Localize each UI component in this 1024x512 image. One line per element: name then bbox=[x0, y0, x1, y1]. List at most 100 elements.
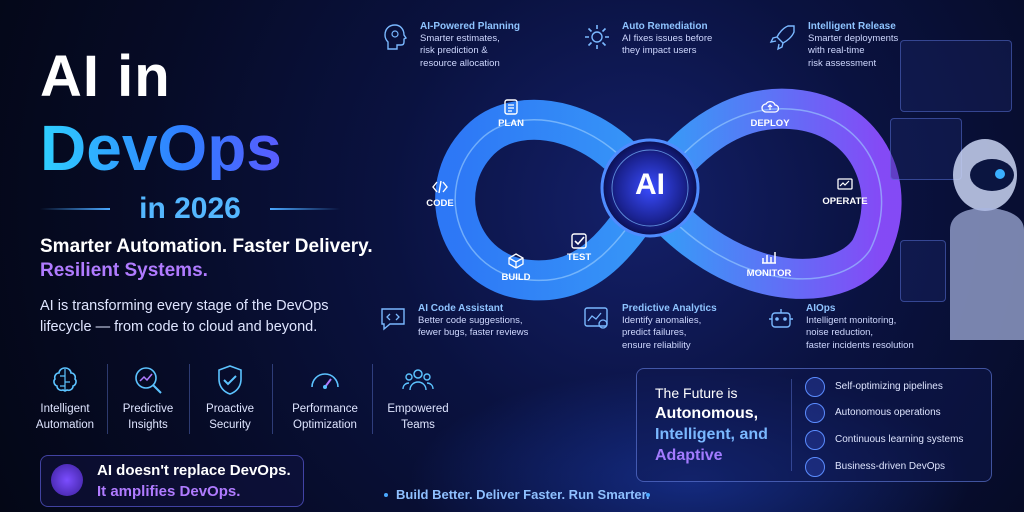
stage-deploy: DEPLOY bbox=[735, 98, 805, 129]
stage-test: TEST bbox=[544, 232, 614, 263]
graduation-cap-icon bbox=[805, 430, 825, 450]
title-line-2: DevOps bbox=[40, 112, 282, 184]
robot-illustration bbox=[950, 139, 1024, 340]
rocket-icon bbox=[769, 25, 795, 51]
callout-line: risk prediction & bbox=[420, 45, 488, 57]
callout-predictive-analytics: Predictive Analytics Identify anomalies,… bbox=[584, 302, 717, 352]
magnifier-chart-icon bbox=[135, 367, 162, 394]
callout-line: predict failures, bbox=[622, 327, 687, 339]
callout-ai-code-assistant: AI Code Assistant Better code suggestion… bbox=[381, 302, 529, 340]
feature-divider bbox=[372, 364, 373, 434]
briefcase-icon bbox=[805, 457, 825, 477]
callout-line: noise reduction, bbox=[806, 327, 874, 339]
dashboard-panel bbox=[890, 118, 962, 180]
year-label: in 2026 bbox=[139, 192, 241, 225]
stage-label: PLAN bbox=[498, 118, 524, 129]
chat-code-icon bbox=[381, 308, 405, 331]
callout-ai-planning: AI-Powered Planning Smarter estimates, r… bbox=[384, 20, 521, 70]
tagline: Build Better. Deliver Faster. Run Smarte… bbox=[396, 487, 650, 502]
callout-line: Smarter deployments bbox=[808, 33, 899, 44]
callout-auto-remediation: Auto Remediation AI fixes issues before … bbox=[585, 20, 713, 58]
future-item-label: Business-driven DevOps bbox=[835, 461, 946, 472]
callout-line: they impact users bbox=[622, 45, 697, 57]
callout-line: Intelligent monitoring, bbox=[806, 315, 897, 326]
subtitle-line-2: Resilient Systems. bbox=[40, 260, 208, 281]
feature-label: Proactive Security bbox=[206, 403, 254, 431]
stage-label: OPERATE bbox=[822, 196, 868, 207]
future-divider bbox=[791, 379, 792, 471]
future-box: The Future is Autonomous, Intelligent, a… bbox=[636, 368, 992, 482]
gear-icon bbox=[805, 403, 825, 423]
glow-floor bbox=[360, 350, 1020, 512]
cloud-upload-icon bbox=[761, 100, 779, 113]
analytics-search-icon bbox=[584, 307, 608, 329]
callout-line: fewer bugs, faster reviews bbox=[418, 327, 529, 339]
tagline-dot bbox=[384, 493, 388, 497]
stage-label: MONITOR bbox=[746, 268, 792, 279]
callout-aiops: AIOps Intelligent monitoring, noise redu… bbox=[769, 302, 914, 352]
callout-intelligent-release: Intelligent Release Smarter deployments … bbox=[769, 20, 899, 70]
future-line-2: Autonomous, bbox=[655, 405, 759, 422]
feature-label: Intelligent Automation bbox=[35, 403, 95, 431]
code-icon bbox=[432, 180, 448, 194]
tagline-dot bbox=[646, 493, 650, 497]
year-row: in 2026 bbox=[40, 188, 340, 228]
callout-line: ensure reliability bbox=[622, 339, 691, 351]
stage-label: DEPLOY bbox=[750, 118, 790, 129]
callout-title: Auto Remediation bbox=[622, 21, 708, 32]
feature-proactive-security: Proactive Security bbox=[190, 362, 270, 433]
bar-chart-icon bbox=[762, 252, 776, 264]
title-line-1: AI in bbox=[40, 44, 171, 109]
quote-box: AI doesn't replace DevOps. It amplifies … bbox=[40, 455, 304, 507]
callout-line: Identify anomalies, bbox=[622, 315, 702, 326]
ai-core-ring bbox=[611, 149, 689, 227]
devops-infinity-loop bbox=[435, 88, 902, 301]
feature-intelligent-automation: Intelligent Automation bbox=[25, 362, 105, 433]
callout-line: Better code suggestions, bbox=[418, 315, 523, 326]
quote-line-2: It amplifies DevOps. bbox=[97, 483, 241, 500]
stage-build: BUILD bbox=[481, 252, 551, 283]
quote-line-1: AI doesn't replace DevOps. bbox=[97, 462, 291, 479]
callout-line: risk assessment bbox=[808, 57, 877, 69]
monitor-chart-icon bbox=[837, 178, 853, 190]
feature-divider bbox=[189, 364, 190, 434]
pipeline-icon bbox=[805, 377, 825, 397]
feature-label: Performance Optimization bbox=[292, 403, 358, 431]
callout-title: AI Code Assistant bbox=[418, 303, 504, 314]
feature-label: Empowered Teams bbox=[387, 403, 449, 431]
callout-title: AIOps bbox=[806, 303, 836, 314]
feature-predictive-insights: Predictive Insights bbox=[108, 362, 188, 433]
stage-monitor: MONITOR bbox=[734, 248, 804, 279]
callout-line: resource allocation bbox=[420, 57, 500, 69]
callout-line: Smarter estimates, bbox=[420, 33, 500, 44]
dashboard-panel bbox=[900, 40, 1012, 112]
feature-performance-optimization: Performance Optimization bbox=[285, 362, 365, 433]
future-line-4: Adaptive bbox=[655, 447, 723, 464]
callout-line: AI fixes issues before bbox=[622, 33, 713, 44]
callout-line: faster incidents resolution bbox=[806, 339, 914, 351]
team-icon bbox=[402, 369, 434, 391]
year-rule-left bbox=[40, 208, 110, 210]
stage-code: CODE bbox=[405, 178, 475, 209]
stage-label: TEST bbox=[566, 252, 592, 263]
feature-empowered-teams: Empowered Teams bbox=[378, 362, 458, 433]
future-line-3: Intelligent, and bbox=[655, 426, 768, 443]
callout-title: AI-Powered Planning bbox=[420, 21, 521, 32]
future-line-1: The Future is bbox=[655, 385, 738, 401]
clipboard-icon bbox=[504, 99, 518, 115]
shield-check-icon bbox=[218, 365, 242, 395]
future-item-label: Self-optimizing pipelines bbox=[835, 381, 943, 392]
stage-plan: PLAN bbox=[476, 98, 546, 129]
cube-icon bbox=[508, 253, 524, 269]
dashboard-panel bbox=[900, 240, 946, 302]
callout-title: Intelligent Release bbox=[808, 21, 896, 32]
feature-divider bbox=[107, 364, 108, 434]
future-item-label: Continuous learning systems bbox=[835, 434, 964, 445]
future-item-label: Autonomous operations bbox=[835, 407, 941, 418]
feature-label: Predictive Insights bbox=[122, 403, 174, 431]
brain-icon bbox=[53, 367, 77, 392]
ai-core bbox=[600, 138, 700, 238]
head-brain-icon bbox=[384, 24, 408, 50]
gauge-icon bbox=[311, 373, 339, 389]
